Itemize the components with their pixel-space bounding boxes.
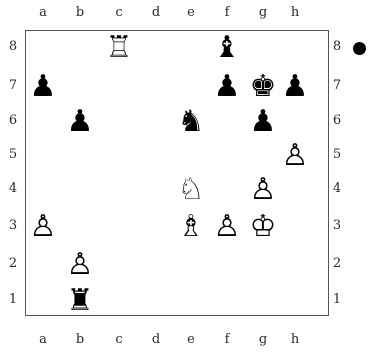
file-label-bottom-c: c [109, 333, 129, 347]
white-pawn-a3[interactable]: ♙ [26, 210, 60, 244]
file-label-bottom-b: b [70, 333, 90, 347]
file-label-bottom-f: f [217, 333, 237, 347]
rank-label-right-8: 8 [327, 40, 347, 54]
file-label-top-e: e [181, 6, 201, 20]
white-rook-c8[interactable]: ♖ [102, 31, 136, 65]
file-label-bottom-h: h [285, 333, 305, 347]
rank-label-right-7: 7 [327, 79, 347, 93]
rank-label-right-5: 5 [327, 148, 347, 162]
white-pawn-b2[interactable]: ♙ [63, 248, 97, 282]
rank-label-right-3: 3 [327, 219, 347, 233]
file-label-top-f: f [217, 6, 237, 20]
white-pawn-f3[interactable]: ♙ [210, 210, 244, 244]
white-pawn-h5[interactable]: ♙ [278, 139, 312, 173]
file-label-bottom-d: d [146, 333, 166, 347]
black-pawn-h7[interactable]: ♟ [278, 70, 312, 104]
file-label-bottom-e: e [181, 333, 201, 347]
file-label-bottom-a: a [33, 333, 53, 347]
rank-label-left-2: 2 [3, 257, 23, 271]
rank-label-left-5: 5 [3, 148, 23, 162]
rank-label-right-2: 2 [327, 257, 347, 271]
rank-label-left-7: 7 [3, 79, 23, 93]
rank-label-left-8: 8 [3, 40, 23, 54]
file-label-top-h: h [285, 6, 305, 20]
rank-label-left-3: 3 [3, 219, 23, 233]
white-bishop-e3[interactable]: ♗ [174, 210, 208, 244]
black-knight-e6[interactable]: ♞ [174, 105, 208, 139]
black-bishop-f8[interactable]: ♝ [210, 31, 244, 65]
rank-label-right-4: 4 [327, 182, 347, 196]
white-king-g3[interactable]: ♔ [246, 210, 280, 244]
rank-label-right-1: 1 [327, 293, 347, 307]
white-knight-e4[interactable]: ♘ [174, 173, 208, 207]
black-pawn-b6[interactable]: ♟ [63, 105, 97, 139]
file-label-top-g: g [253, 6, 273, 20]
file-label-top-b: b [70, 6, 90, 20]
rank-label-left-1: 1 [3, 293, 23, 307]
black-rook-b1[interactable]: ♜ [63, 284, 97, 318]
file-label-top-a: a [33, 6, 53, 20]
rank-label-right-6: 6 [327, 114, 347, 128]
side-to-move-indicator-icon [353, 42, 366, 55]
file-label-bottom-g: g [253, 333, 273, 347]
black-pawn-a7[interactable]: ♟ [26, 70, 60, 104]
rank-label-left-6: 6 [3, 114, 23, 128]
file-label-top-c: c [109, 6, 129, 20]
file-label-top-d: d [146, 6, 166, 20]
black-king-g7[interactable]: ♚ [246, 70, 280, 104]
black-pawn-f7[interactable]: ♟ [210, 70, 244, 104]
black-pawn-g6[interactable]: ♟ [246, 105, 280, 139]
rank-label-left-4: 4 [3, 182, 23, 196]
white-pawn-g4[interactable]: ♙ [246, 173, 280, 207]
